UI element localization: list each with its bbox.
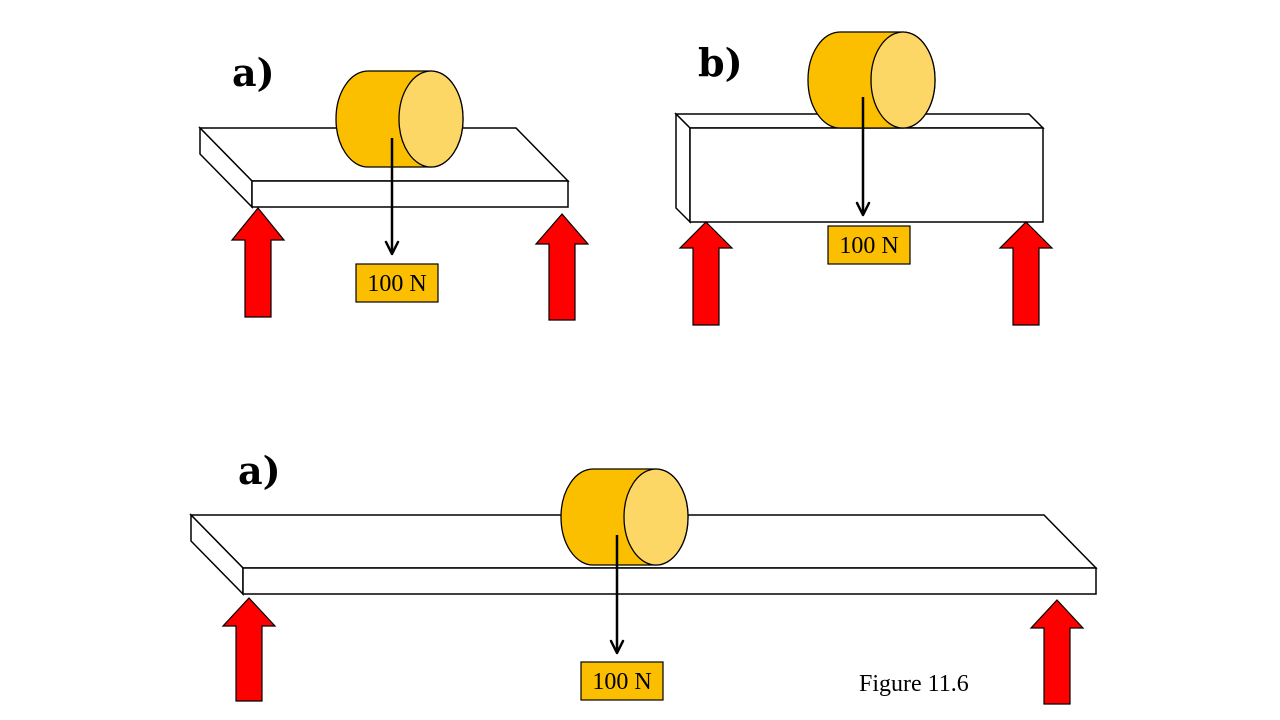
force-label-box: 100 N — [827, 225, 911, 265]
force-label-box: 100 N — [355, 263, 439, 303]
red-up-arrow-icon — [534, 213, 590, 321]
red-up-arrow-icon — [998, 221, 1054, 326]
force-label: 100 N — [839, 233, 898, 259]
cylinder-weight — [560, 468, 689, 566]
figure-caption: Figure 11.6 — [859, 671, 969, 697]
cylinder-end-face — [870, 31, 936, 129]
force-label: 100 N — [592, 669, 651, 695]
beam-front-face — [251, 180, 569, 208]
cylinder-weight — [807, 31, 936, 129]
cylinder-end-face — [398, 70, 464, 168]
scene-b: b) 100 N — [674, 31, 1054, 326]
beam-side-face — [675, 112, 691, 224]
panel-label-b: b) — [698, 40, 743, 85]
force-label: 100 N — [367, 271, 426, 297]
red-up-arrow-icon — [1029, 599, 1085, 705]
scene-a-bottom: a) 100 N — [189, 448, 1098, 705]
red-up-arrow-icon — [230, 207, 286, 318]
cylinder-weight — [335, 70, 464, 168]
beam-front-face — [242, 567, 1097, 595]
red-up-arrow-icon — [221, 597, 277, 702]
panel-label-a-bottom: a) — [238, 448, 281, 493]
scene-a-top: a) 100 N — [198, 50, 590, 321]
down-arrow-icon — [609, 535, 625, 655]
red-up-arrow-icon — [678, 221, 734, 326]
down-arrow-icon — [855, 97, 871, 217]
panel-label-a-top: a) — [232, 50, 275, 95]
down-arrow-icon — [384, 138, 400, 256]
force-label-box: 100 N — [580, 661, 664, 701]
cylinder-end-face — [623, 468, 689, 566]
